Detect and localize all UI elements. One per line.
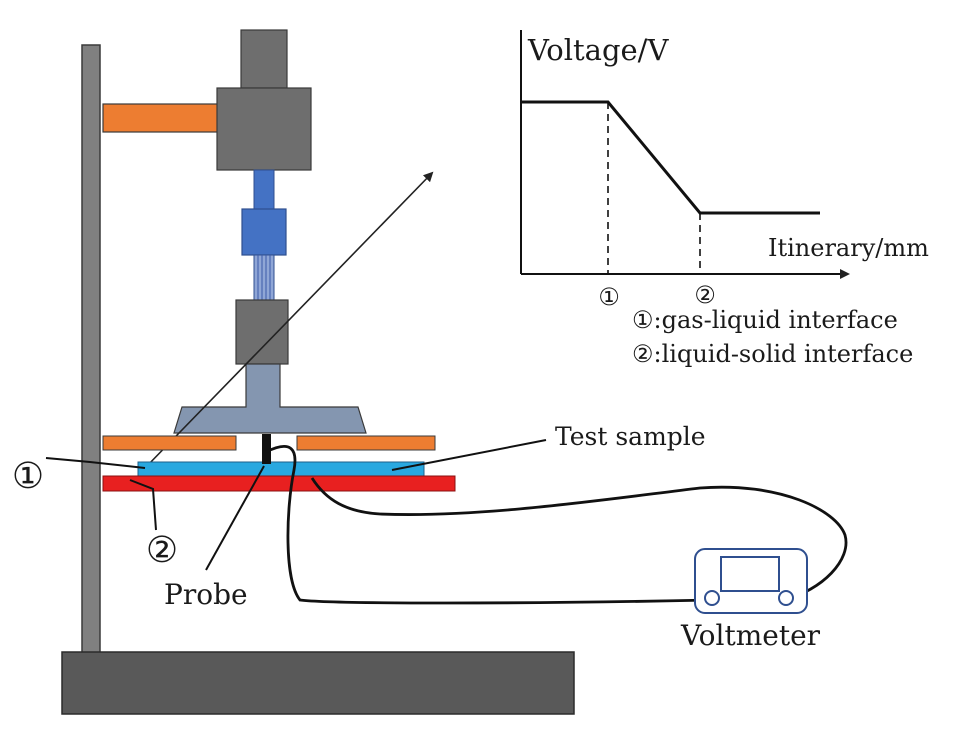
voltmeter-display bbox=[720, 556, 780, 592]
orange-plate-right bbox=[296, 435, 436, 451]
actuator-assembly bbox=[173, 29, 367, 434]
leader-probe bbox=[205, 465, 265, 571]
stand-base bbox=[61, 651, 575, 715]
graph-x-label: Itinerary/mm bbox=[768, 234, 929, 262]
spring-lines bbox=[257, 255, 271, 301]
graph-legend-2: ②:liquid-solid interface bbox=[632, 340, 913, 368]
motor-top bbox=[240, 29, 288, 89]
graph-legend-1: ①:gas-liquid interface bbox=[632, 306, 898, 334]
graph-y-label: Voltage/V bbox=[527, 33, 669, 67]
test-sample-layer bbox=[137, 461, 425, 477]
probe-tip bbox=[262, 434, 271, 464]
shaft-upper bbox=[253, 169, 275, 211]
wire-probe bbox=[265, 445, 713, 605]
voltage-graph: Voltage/V Itinerary/mm ① ② ①:gas-liquid … bbox=[520, 30, 929, 368]
leader-lines bbox=[45, 439, 547, 571]
interface-1-marker: ① bbox=[12, 456, 44, 497]
voltmeter-terminal-right bbox=[778, 590, 794, 606]
voltmeter-label: Voltmeter bbox=[680, 619, 821, 652]
lower-block bbox=[235, 299, 289, 365]
stand bbox=[61, 44, 575, 715]
base-plate-red bbox=[102, 475, 456, 492]
test-sample-label: Test sample bbox=[555, 422, 706, 451]
sample-stack bbox=[102, 434, 456, 492]
probe-label: Probe bbox=[164, 578, 248, 611]
direction-arrow bbox=[144, 171, 434, 469]
clamp-arm bbox=[102, 103, 224, 133]
spring-section bbox=[253, 254, 275, 302]
stand-pole bbox=[81, 44, 101, 656]
graph-marker-2: ② bbox=[694, 281, 716, 309]
graph-marker-1: ① bbox=[598, 283, 620, 311]
motor-body bbox=[216, 87, 312, 171]
wire-base bbox=[310, 477, 848, 602]
voltmeter-terminal-left bbox=[704, 590, 720, 606]
orange-plate-left bbox=[102, 435, 237, 451]
interface-2-marker: ② bbox=[146, 530, 178, 571]
voltmeter bbox=[694, 548, 808, 614]
leader-interface-1 bbox=[45, 457, 146, 469]
leader-test-sample bbox=[391, 439, 547, 471]
coupling bbox=[241, 208, 287, 256]
leader-interface-2 bbox=[129, 479, 157, 531]
platform bbox=[173, 363, 367, 434]
graph-voltage-curve bbox=[521, 100, 820, 215]
